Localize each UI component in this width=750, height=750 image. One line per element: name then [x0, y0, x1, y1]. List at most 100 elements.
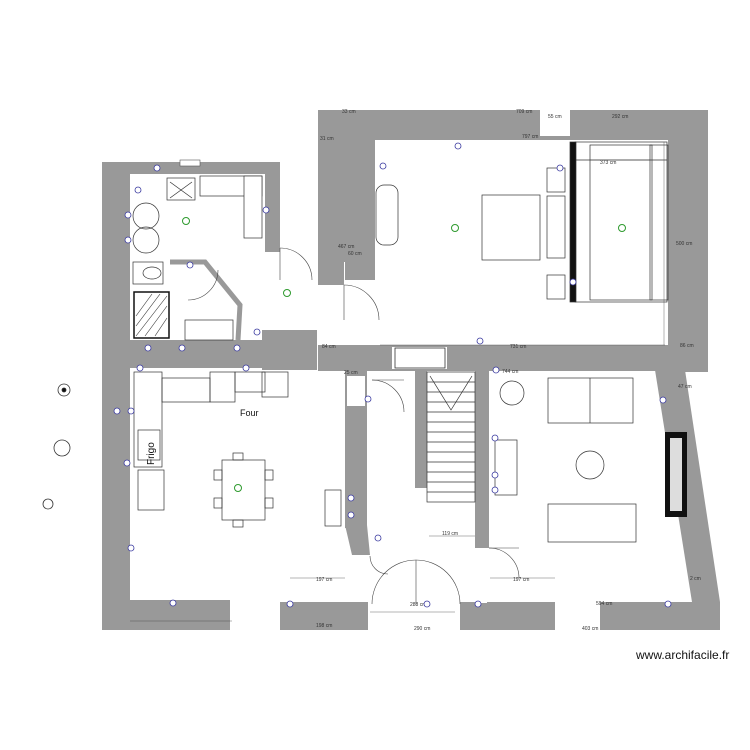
socket-icon: [491, 471, 499, 479]
dryer: [132, 226, 160, 254]
socket-icon: [474, 600, 482, 608]
wall-left: [102, 162, 130, 630]
watermark: www.archifacile.fr: [636, 648, 730, 662]
sofa: [547, 377, 634, 424]
long-table: [547, 503, 637, 543]
bed: [481, 194, 541, 261]
wall-hall-left: [345, 368, 367, 528]
dimension-label: 55 cm: [548, 114, 562, 120]
socket-icon: [379, 162, 387, 170]
socket-icon: [253, 328, 261, 336]
socket-icon: [136, 364, 144, 372]
socket-icon: [242, 364, 250, 372]
wall-bottom-mid2: [460, 602, 555, 630]
sockets: [113, 142, 672, 608]
switch-icon: [42, 498, 54, 510]
socket-icon: [123, 459, 131, 467]
socket-icon: [491, 434, 499, 442]
lights: [182, 217, 626, 492]
wall-hall-stair-left: [415, 368, 427, 488]
meter-icon: [57, 383, 71, 397]
socket-icon: [374, 534, 382, 542]
dimension-label: 31 cm: [320, 136, 334, 142]
socket-icon: [134, 186, 142, 194]
light-icon: [234, 484, 242, 492]
wall-middle-stub: [262, 330, 317, 370]
socket-icon: [364, 395, 372, 403]
walls: [102, 110, 720, 630]
socket-icon: [423, 600, 431, 608]
dimension-label: 119 cm: [442, 531, 458, 537]
wall-bottom-mid: [280, 602, 368, 630]
fridge-label: Frigo: [146, 442, 157, 465]
dimension-label: 60 cm: [348, 251, 362, 257]
socket-icon: [153, 164, 161, 172]
socket-icon: [124, 236, 132, 244]
socket-icon: [659, 396, 667, 404]
dimension-label: 33 cm: [342, 109, 356, 115]
desk: [137, 469, 165, 511]
dimension-labels: 33 cm 709 cm 55 cm 292 cm 797 cm 31 cm 3…: [316, 109, 701, 632]
dimension-label: 47 cm: [678, 384, 692, 390]
wall-hall-right: [475, 368, 489, 548]
wall-bottom-right: [600, 602, 720, 630]
window-top-kitchen: [179, 159, 201, 167]
dimension-label: 292 cm: [612, 114, 628, 120]
wall-hall-angled: [345, 525, 370, 555]
window-living: [394, 347, 446, 369]
bathtub: [375, 184, 399, 246]
armchair: [499, 380, 525, 406]
socket-icon: [492, 366, 500, 374]
oven-label: Four: [240, 408, 259, 418]
socket-icon: [169, 599, 177, 607]
light-icon: [451, 224, 459, 232]
dimension-label: 197 cm: [513, 577, 529, 583]
socket-icon: [569, 278, 577, 286]
tv-unit: [494, 439, 518, 496]
toilet: [132, 261, 164, 285]
vanity: [184, 319, 234, 341]
cooktop: [166, 177, 196, 201]
staircase: [426, 371, 476, 503]
dimension-label: 84 cm: [322, 344, 336, 350]
socket-icon: [556, 164, 564, 172]
socket-icon: [233, 344, 241, 352]
wall-middle-horizontal-left: [130, 340, 285, 368]
dimension-label: 731 cm: [510, 344, 526, 350]
socket-icon: [127, 544, 135, 552]
doors: [187, 247, 520, 605]
shower: [133, 291, 170, 339]
window-right: [665, 432, 687, 517]
dimension-label: 197 cm: [316, 577, 332, 583]
socket-icon: [347, 511, 355, 519]
wall-kitchen-right: [265, 162, 280, 252]
light-icon: [618, 224, 626, 232]
kitchen-counter: [133, 371, 163, 468]
wall-top-kitchen: [102, 162, 280, 174]
socket-icon: [454, 142, 462, 150]
dimension-label: 594 cm: [596, 601, 612, 607]
dimension-label: 797 cm: [522, 134, 538, 140]
round-table: [575, 450, 605, 480]
socket-icon: [186, 261, 194, 269]
socket-icon: [127, 407, 135, 415]
socket-icon: [124, 211, 132, 219]
dimension-label: 744 cm: [502, 369, 518, 375]
dimension-label: 2 cm: [690, 576, 701, 582]
light-icon: [182, 217, 190, 225]
washer: [132, 202, 160, 230]
wall-upper-left: [318, 110, 344, 290]
dimension-label: 288 cm: [410, 602, 426, 608]
dimension-label: 373 cm: [600, 160, 616, 166]
fridge: [137, 429, 161, 461]
dimension-label: 86 cm: [680, 343, 694, 349]
dimension-label: 709 cm: [516, 109, 532, 115]
wall-upper-right: [668, 110, 708, 372]
wall-middle-horizontal: [318, 345, 708, 371]
switch-icon: [53, 439, 71, 457]
socket-icon: [664, 600, 672, 608]
socket-icon: [286, 600, 294, 608]
socket-icon: [347, 494, 355, 502]
socket-icon: [144, 344, 152, 352]
